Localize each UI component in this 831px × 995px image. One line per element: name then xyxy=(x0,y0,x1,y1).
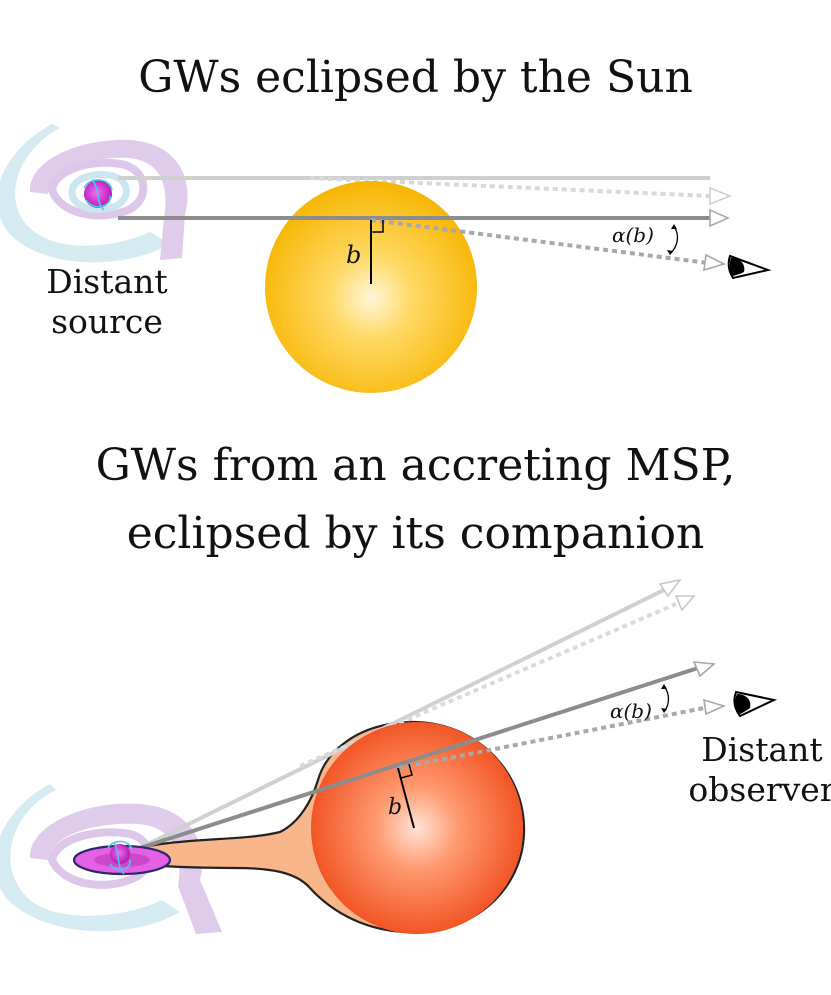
bottom-angle-arrow-down xyxy=(661,708,667,713)
top-source-waves xyxy=(0,124,188,263)
observer-label-line1: Distant xyxy=(701,730,823,769)
bottom-ray-straight-arrowhead xyxy=(692,661,716,678)
bottom-right-angle-mark xyxy=(400,763,413,779)
top-panel-title: GWs eclipsed by the Sun xyxy=(138,52,693,103)
bottom-ray-unblocked xyxy=(139,588,665,850)
bottom-source-msp xyxy=(72,840,172,876)
top-source-star xyxy=(83,179,113,211)
bottom-impact-line xyxy=(397,767,415,829)
top-b-label: b xyxy=(346,241,361,269)
source-label: Distant source xyxy=(22,262,192,343)
bottom-alpha-label: α(b) xyxy=(610,699,652,723)
bottom-panel-title-line2: eclipsed by its companion xyxy=(126,508,705,559)
top-angle-arrow-up xyxy=(671,224,677,229)
bottom-angle-arrow-up xyxy=(661,684,667,689)
sun xyxy=(265,181,477,393)
bottom-ray-lensed-arrowhead xyxy=(703,698,727,716)
observer-label: Distant observer xyxy=(682,730,831,811)
bottom-angle-arc xyxy=(663,685,670,713)
companion-star xyxy=(311,722,523,934)
top-ray-lensed-arrowhead xyxy=(703,253,727,272)
bottom-panel-title-line1: GWs from an accreting MSP, xyxy=(95,440,736,491)
source-label-line2: source xyxy=(51,302,163,342)
top-ray-lensed xyxy=(370,218,709,265)
bottom-ray-straight xyxy=(139,666,699,850)
top-ray-unblocked-lensed-arrowhead xyxy=(709,186,733,206)
top-ray-unblocked-lensed xyxy=(309,176,711,198)
bottom-ray-unblocked-lensed-arrowhead xyxy=(674,595,696,612)
source-label-line1: Distant xyxy=(46,262,168,301)
top-alpha-label: α(b) xyxy=(612,223,654,247)
observer-label-line2: observer xyxy=(688,770,831,810)
bottom-ray-unblocked-arrowhead xyxy=(658,578,682,598)
bottom-observer-eye-icon xyxy=(733,690,778,718)
top-ray-straight-arrowhead xyxy=(709,208,730,228)
bottom-ray-lensed xyxy=(397,706,705,770)
top-angle-arrow-down xyxy=(667,250,673,255)
top-right-angle-mark xyxy=(371,220,384,233)
top-angle-arc xyxy=(669,225,679,255)
bottom-b-label: b xyxy=(388,795,402,820)
top-observer-eye-icon xyxy=(727,254,772,280)
